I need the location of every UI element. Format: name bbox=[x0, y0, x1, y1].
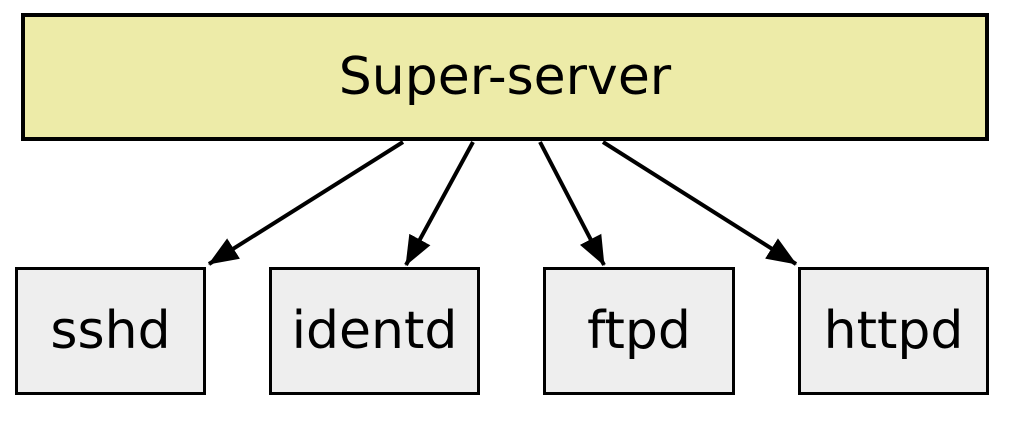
edge-super-server-to-ftpd bbox=[538, 141, 606, 266]
node-ftpd-label: ftpd bbox=[587, 301, 691, 361]
node-identd-label: identd bbox=[291, 301, 458, 361]
node-super-server: Super-server bbox=[21, 13, 989, 141]
node-httpd-label: httpd bbox=[823, 301, 964, 361]
node-sshd-label: sshd bbox=[50, 301, 171, 361]
node-super-server-label: Super-server bbox=[338, 47, 672, 107]
node-identd: identd bbox=[269, 267, 480, 395]
edge-super-server-to-sshd bbox=[207, 140, 405, 266]
node-ftpd: ftpd bbox=[543, 267, 735, 395]
node-httpd: httpd bbox=[798, 267, 989, 395]
node-sshd: sshd bbox=[15, 267, 206, 395]
edge-super-server-to-httpd bbox=[601, 140, 798, 266]
edge-super-server-to-identd bbox=[404, 141, 475, 266]
